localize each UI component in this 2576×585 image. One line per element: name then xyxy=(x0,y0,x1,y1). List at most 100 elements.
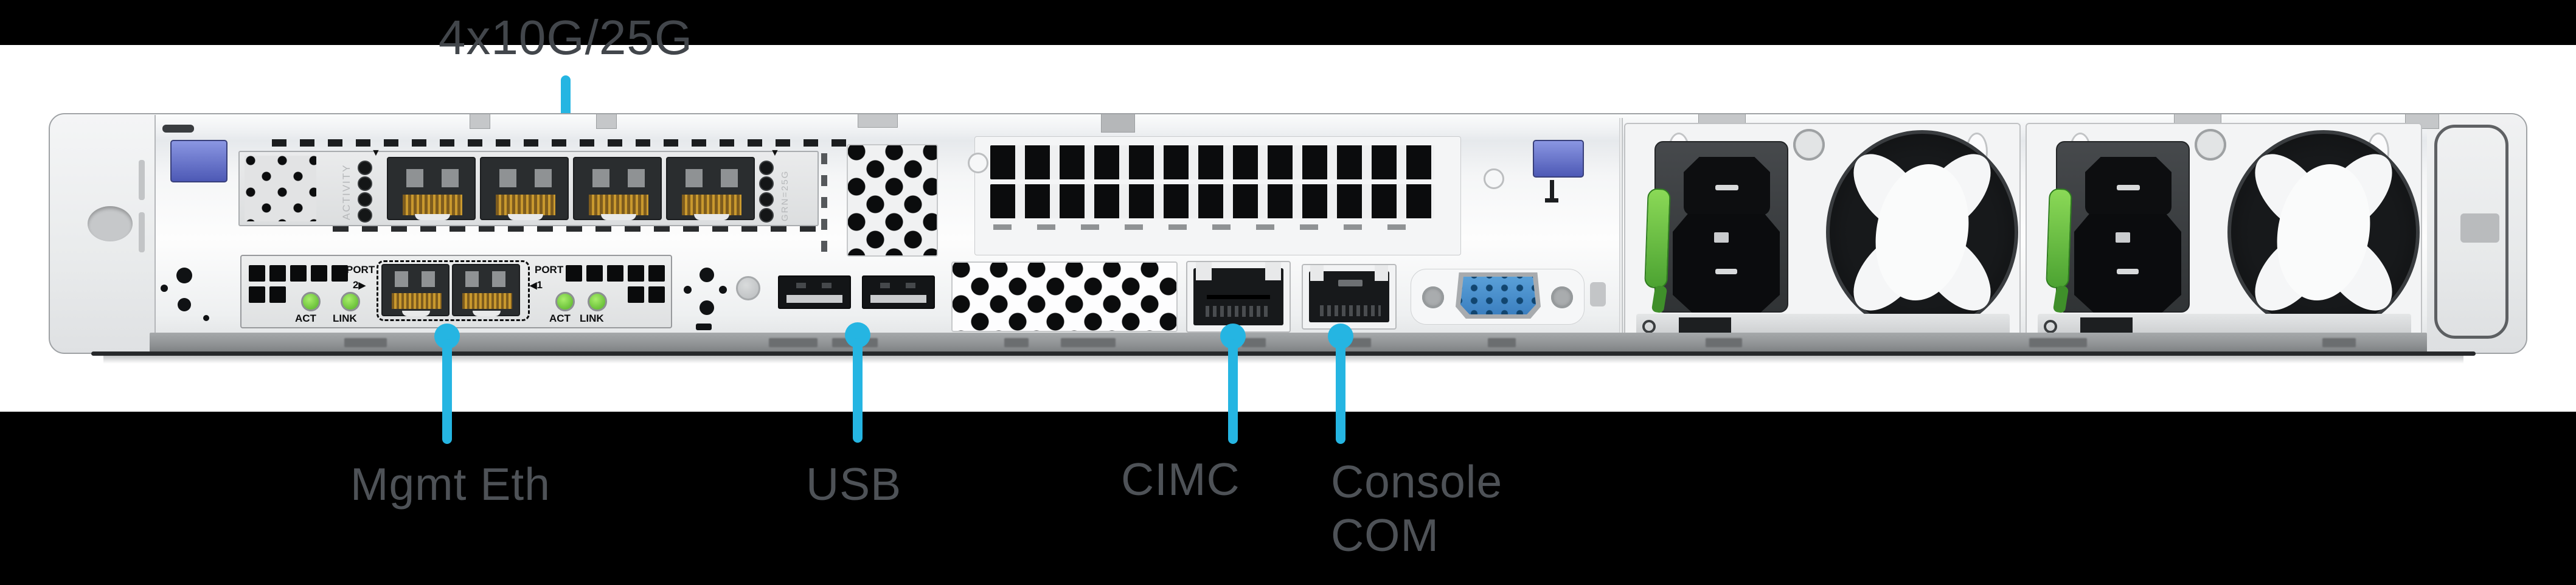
psu2-ac-inlet xyxy=(2056,141,2190,313)
chassis-shadow xyxy=(103,356,2463,364)
strip-marking xyxy=(1241,338,1266,347)
psu-thumbscrew xyxy=(1793,129,1825,161)
arrow-left-icon: ◀ xyxy=(530,280,537,291)
usb-tongue xyxy=(870,295,926,303)
sfp28-port-3 xyxy=(573,157,662,220)
vent-square xyxy=(648,265,665,282)
pcie-riser-slot xyxy=(968,136,1504,255)
console-port-marking xyxy=(1338,280,1363,286)
callout-label-4x10g25g: 4x10G/25G xyxy=(438,10,693,64)
strip-marking xyxy=(769,338,818,347)
vent-square xyxy=(648,286,665,303)
bracket-nub xyxy=(1590,282,1606,306)
pcie-lower-dashes xyxy=(993,224,1431,230)
sfp28-port-1 xyxy=(387,157,476,220)
unit-id-button xyxy=(736,276,760,300)
pcie-screw-hole xyxy=(968,153,988,173)
rack-ear-right xyxy=(2427,115,2526,352)
strip-marking xyxy=(1488,338,1516,347)
usb-port-2 xyxy=(862,275,935,309)
perforated-vent-plate xyxy=(245,156,316,221)
strip-marking xyxy=(1706,338,1742,347)
vent-dash-row-top xyxy=(272,139,855,147)
vent-square xyxy=(607,265,623,282)
screw-hole xyxy=(700,300,714,315)
strip-marking xyxy=(344,338,387,347)
screw-hole xyxy=(203,315,209,321)
grn25g-vertical-label: GRN=25G xyxy=(780,170,790,221)
riser-latch-tab xyxy=(1101,114,1135,133)
rack-ear-right-outline xyxy=(2434,125,2508,339)
vga-connector xyxy=(1411,269,1585,325)
pcie-vent-grid-row xyxy=(990,184,1434,218)
psu1-ac-inlet xyxy=(1654,141,1788,313)
section-divider xyxy=(1619,118,1623,353)
usb-pin xyxy=(796,283,806,288)
act-led xyxy=(301,292,321,311)
strip-marking xyxy=(1061,338,1116,347)
hex-vent-grid xyxy=(951,261,1178,332)
chassis-top-tab xyxy=(470,114,490,129)
callout-line-console xyxy=(1336,339,1345,444)
screw-hole xyxy=(684,286,692,294)
port2-label: PORT xyxy=(346,264,375,275)
vent-square xyxy=(290,265,307,282)
vent-square xyxy=(269,265,286,282)
link-led xyxy=(588,292,607,311)
link-led-column xyxy=(759,161,775,224)
link-led-label: LINK xyxy=(580,313,604,324)
rj45-notch xyxy=(1375,265,1388,281)
vga-screw-right xyxy=(1551,286,1573,308)
rj45-notch xyxy=(1196,262,1212,280)
activity-vertical-label: ACTIVITY xyxy=(341,164,352,220)
console-com-port xyxy=(1302,264,1397,330)
ocp-nic-card-4x25g: ACTIVITY ▼ ▼ GRN=25G xyxy=(238,148,819,226)
psu1-release-handle xyxy=(1644,188,1671,289)
mgmt-ethernet-card: PORT 2▶ PORT ◀1 ACT LINK ACT LINK xyxy=(240,255,672,328)
callout-label-cimc: CIMC xyxy=(1121,454,1240,505)
rack-ear-left xyxy=(50,115,156,352)
rack-ear-right-latch xyxy=(2460,213,2499,243)
rj45-notch xyxy=(1310,265,1324,281)
vent-square xyxy=(628,286,644,303)
psu2-fan xyxy=(2227,130,2420,334)
cimc-ethernet-port xyxy=(1186,261,1291,333)
sfp28-port-2 xyxy=(480,157,569,220)
vent-square xyxy=(586,265,603,282)
act-led-label: ACT xyxy=(295,313,316,324)
vent-dash-row-mid xyxy=(333,225,819,232)
vent-notch xyxy=(696,324,712,330)
power-icon xyxy=(1642,320,1656,333)
screw-hole xyxy=(161,285,168,292)
act-led-label: ACT xyxy=(549,313,571,324)
mgmt-ports-dashed-outline xyxy=(377,260,530,321)
strip-marking xyxy=(2029,338,2087,347)
port1-label: PORT xyxy=(535,264,564,275)
rack-ear-left-slot xyxy=(139,160,145,200)
pcie-screw-hole xyxy=(1484,168,1504,189)
blue-latch-clip-left xyxy=(170,140,227,182)
vent-square xyxy=(249,286,265,303)
callout-label-mgmt: Mgmt Eth xyxy=(350,459,550,510)
screw-hole xyxy=(178,298,191,311)
callout-line-usb xyxy=(853,338,863,443)
screw-hole xyxy=(719,286,727,294)
port2-number: 2▶ xyxy=(353,279,366,291)
callout-line-mgmt xyxy=(442,339,452,444)
ac-socket-lower xyxy=(2074,214,2181,313)
psu1-fan xyxy=(1826,130,2018,334)
psu2-release-handle xyxy=(2046,188,2072,289)
usb-pin xyxy=(822,283,831,288)
usb-pin xyxy=(906,283,915,288)
small-hook-icon xyxy=(1545,198,1558,202)
ac-socket-lower xyxy=(1673,214,1780,313)
power-supply-1 xyxy=(1624,123,2021,342)
callout-line-cimc xyxy=(1228,339,1238,444)
rj45-pins xyxy=(1206,306,1271,317)
vent-square xyxy=(566,265,582,282)
pcie-vent-grid-row xyxy=(990,145,1434,179)
strip-marking xyxy=(1347,338,1371,347)
blue-latch-clip-right xyxy=(1533,140,1584,178)
mgmt-sfp-port-2 xyxy=(381,264,450,316)
